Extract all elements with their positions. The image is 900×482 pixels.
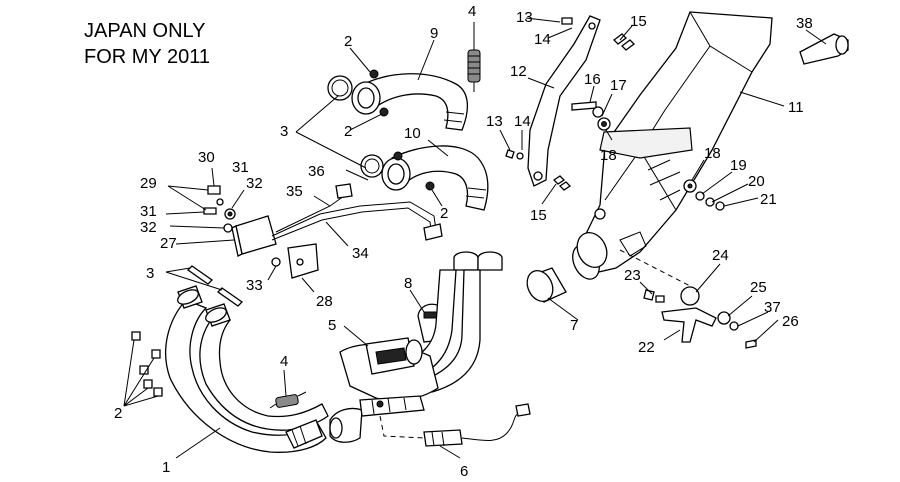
part-22-bracket xyxy=(643,286,757,349)
callout-2-top: 2 xyxy=(344,33,352,50)
callout-13-top: 13 xyxy=(516,9,533,26)
part-9-header-pipe xyxy=(327,73,468,131)
callout-20: 20 xyxy=(748,173,765,190)
market-note-line-2: FOR MY 2011 xyxy=(84,46,210,68)
callout-38: 38 xyxy=(796,15,813,32)
callout-14-top: 14 xyxy=(534,31,551,48)
part-hardware-upper-right xyxy=(505,17,725,211)
callout-24: 24 xyxy=(712,247,729,264)
callout-35: 35 xyxy=(286,183,303,200)
callout-28: 28 xyxy=(316,293,333,310)
callout-12: 12 xyxy=(510,63,527,80)
market-note-line-1: JAPAN ONLY xyxy=(84,20,206,42)
part-34-35-cables xyxy=(271,183,443,241)
callout-33: 33 xyxy=(246,277,263,294)
callout-3-upper: 3 xyxy=(280,123,288,140)
part-5-collector xyxy=(329,337,439,443)
callout-15-top: 15 xyxy=(630,13,647,30)
callout-6: 6 xyxy=(460,463,468,480)
part-4-spring-upper xyxy=(467,36,481,92)
callout-23: 23 xyxy=(624,267,641,284)
callout-32-left: 32 xyxy=(140,219,157,236)
callout-3-lower: 3 xyxy=(146,265,154,282)
part-rear-downpipes xyxy=(399,251,503,393)
callout-34: 34 xyxy=(352,245,369,262)
part-12-bracket xyxy=(527,15,601,187)
callout-30: 30 xyxy=(198,149,215,166)
callout-4-top: 4 xyxy=(468,3,476,20)
part-2-nuts-lower xyxy=(131,331,163,397)
callout-25: 25 xyxy=(750,279,767,296)
callout-36: 36 xyxy=(308,163,325,180)
part-2-nuts-upper xyxy=(369,69,435,191)
callout-2-lower: 2 xyxy=(114,405,122,422)
callout-15-lower: 15 xyxy=(530,207,547,224)
part-3-gaskets xyxy=(186,265,244,307)
callout-18-right: 18 xyxy=(704,145,721,162)
callout-26: 26 xyxy=(782,313,799,330)
leader-lines xyxy=(123,17,827,459)
part-10-header-pipe xyxy=(360,145,489,211)
callout-5: 5 xyxy=(328,317,336,334)
callout-labels: 1 2 2 2 2 2 3 3 3 4 4 5 6 7 8 9 10 11 12… xyxy=(114,3,813,480)
callout-37: 37 xyxy=(764,299,781,316)
callout-21: 21 xyxy=(760,191,777,208)
callout-4-lower: 4 xyxy=(280,353,288,370)
part-4-spring-lower xyxy=(269,391,307,409)
callout-16: 16 xyxy=(584,71,601,88)
part-1-front-headers xyxy=(164,285,329,453)
callout-9: 9 xyxy=(430,25,438,42)
callout-18-left: 18 xyxy=(600,147,617,164)
part-27-actuator xyxy=(203,185,281,267)
callout-13-mid: 13 xyxy=(486,113,503,130)
callout-10: 10 xyxy=(404,125,421,142)
market-note: JAPAN ONLY FOR MY 2011 xyxy=(84,18,210,70)
callout-2-right: 2 xyxy=(440,205,448,222)
callout-27: 27 xyxy=(160,235,177,252)
callout-2-mid: 2 xyxy=(344,123,352,140)
callout-31-left: 31 xyxy=(140,203,157,220)
callout-22: 22 xyxy=(638,339,655,356)
callout-29: 29 xyxy=(140,175,157,192)
callout-8: 8 xyxy=(404,275,412,292)
callout-14-mid: 14 xyxy=(514,113,531,130)
callout-1: 1 xyxy=(162,459,170,476)
callout-7: 7 xyxy=(570,317,578,334)
part-muffler xyxy=(572,11,773,280)
callout-17: 17 xyxy=(610,77,627,94)
callout-32-top: 32 xyxy=(246,175,263,192)
part-7-sleeve xyxy=(526,267,567,303)
part-28-bracket xyxy=(287,243,319,279)
callout-19: 19 xyxy=(730,157,747,174)
callout-11: 11 xyxy=(788,99,804,116)
hidden-line-muffler xyxy=(619,249,691,287)
part-6-lambda-sensor xyxy=(379,403,531,447)
part-38-tailpipe-tip xyxy=(799,33,849,65)
callout-31-top: 31 xyxy=(232,159,249,176)
